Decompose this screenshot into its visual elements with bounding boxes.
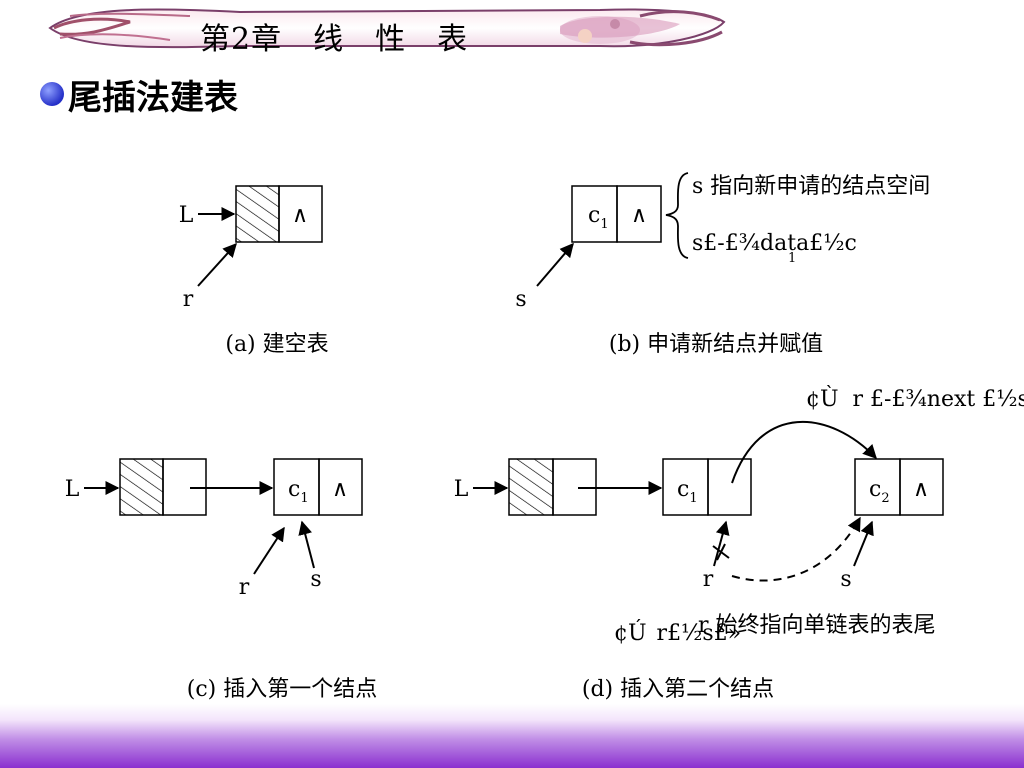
node-c1: c1	[288, 477, 309, 506]
title-banner	[48, 8, 726, 49]
pointer-s: s	[515, 287, 526, 312]
slide-heading: 尾插法建表	[68, 78, 238, 118]
pointer-L: L	[179, 203, 194, 228]
step2-note: r 始终指向单链表的表尾	[698, 613, 936, 638]
head-node-data	[508, 458, 554, 516]
pointer-r: r	[703, 567, 714, 592]
pointer-s: s	[840, 567, 851, 592]
pointer-L: L	[65, 477, 80, 502]
pointer-r: r	[239, 575, 250, 600]
head-node-next	[278, 185, 323, 243]
cross-mark	[712, 543, 730, 561]
arrow-link-step1	[731, 420, 877, 484]
panel-a: ∧ L r (a) 建空表	[179, 185, 329, 357]
note-line2: s£-£¾data£½c	[692, 231, 857, 256]
pointer-r: r	[183, 287, 194, 312]
bullet-icon	[40, 82, 64, 106]
arrow-r-old	[713, 520, 730, 567]
node-c1: c1	[588, 203, 609, 232]
arrow-r-move-step2	[731, 516, 861, 582]
node1-next	[707, 458, 752, 516]
arrow-r	[253, 526, 285, 575]
arrow-s	[298, 520, 315, 569]
caption-d: (d) 插入第二个结点	[582, 677, 774, 702]
node-c2: c2	[869, 477, 890, 506]
panel-c: L c1 ∧ r s (c) 插入第一个结点	[65, 458, 377, 702]
null-mark: ∧	[292, 203, 308, 228]
arrow-s	[853, 520, 874, 567]
note-line1: s 指向新申请的结点空间	[692, 174, 930, 199]
bottom-gradient-bar	[0, 704, 1024, 768]
step1-label: ¢Ùr £-£¾next £½s£»	[806, 385, 1024, 412]
panel-b: c1 ∧ s s 指向新申请的结点空间 s£-£¾data£½c 1 (b) 申…	[515, 172, 930, 357]
pointer-s: s	[310, 567, 321, 592]
arrow-s	[536, 242, 574, 287]
node-c1: c1	[677, 477, 698, 506]
null-mark: ∧	[913, 477, 929, 502]
head-node-data	[119, 458, 164, 516]
null-mark: ∧	[332, 477, 348, 502]
panel-d: L c1 c2 ∧ ¢Ùr £-£¾next £½s£» r s ¢Úr£½s£…	[454, 385, 1024, 702]
note-line2-sub: 1	[788, 251, 796, 266]
node2-next	[899, 458, 944, 516]
head-node-data	[235, 185, 280, 243]
caption-b: (b) 申请新结点并赋值	[609, 332, 823, 357]
pointer-L: L	[454, 477, 469, 502]
brace	[665, 172, 689, 259]
null-mark: ∧	[631, 203, 647, 228]
chapter-title: 第2章 线 性 表	[200, 22, 469, 57]
new-node-next	[616, 185, 662, 243]
arrow-r	[197, 242, 237, 287]
caption-c: (c) 插入第一个结点	[187, 677, 377, 702]
node1-next	[318, 458, 363, 516]
caption-a: (a) 建空表	[225, 332, 328, 357]
